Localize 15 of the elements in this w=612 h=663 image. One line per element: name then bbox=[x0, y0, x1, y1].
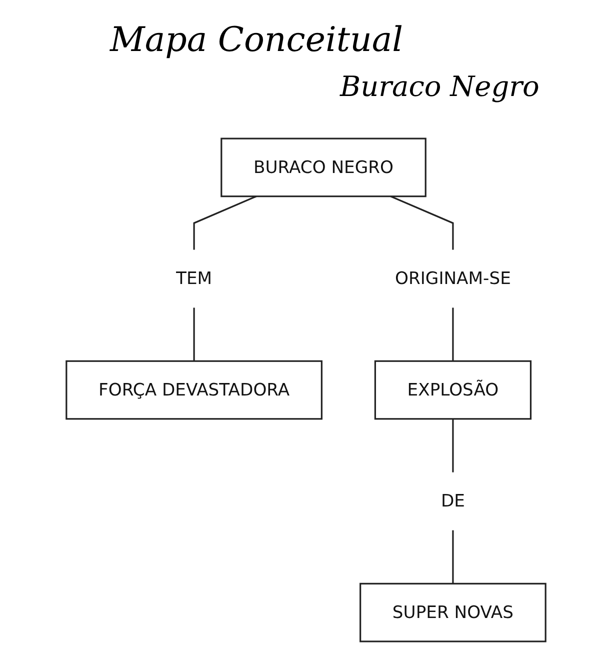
node-text: DE bbox=[440, 490, 465, 511]
title: Mapa Conceitual bbox=[110, 20, 404, 60]
connector bbox=[193, 308, 195, 362]
connector bbox=[390, 196, 454, 250]
node-text: TEM bbox=[176, 268, 212, 288]
node-text: ORIGINAM-SE bbox=[395, 268, 511, 288]
connector bbox=[452, 530, 454, 584]
connector bbox=[193, 196, 257, 250]
node-box: EXPLOSÃO bbox=[374, 360, 532, 420]
node-box: FORÇA DEVASTADORA bbox=[66, 360, 322, 420]
connector bbox=[452, 308, 454, 362]
connector bbox=[452, 418, 454, 472]
subtitle: Buraco Negro bbox=[340, 70, 540, 103]
node-box: BURACO NEGRO bbox=[220, 138, 426, 198]
node-box: SUPER NOVAS bbox=[360, 582, 546, 642]
